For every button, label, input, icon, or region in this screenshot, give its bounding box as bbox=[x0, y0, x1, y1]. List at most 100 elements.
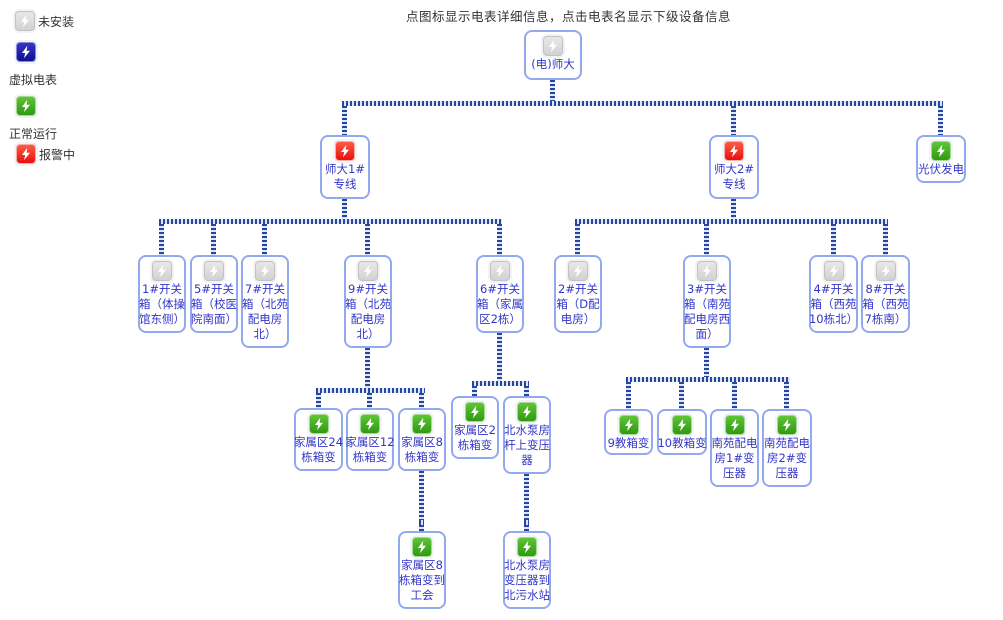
node-label[interactable]: (电)师大 bbox=[531, 57, 575, 71]
node-label[interactable]: 6#开关箱（家属区2栋） bbox=[477, 282, 523, 326]
tree-node-ny2[interactable]: 南苑配电房2#变压器 bbox=[762, 409, 812, 487]
tree-connector bbox=[784, 382, 789, 409]
tree-connector bbox=[342, 106, 347, 135]
node-label[interactable]: 3#开关箱（南苑配电房西面） bbox=[684, 282, 730, 341]
tree-node-k6[interactable]: 6#开关箱（家属区2栋） bbox=[476, 255, 524, 333]
tree-node-t9[interactable]: 9教箱变 bbox=[604, 409, 653, 455]
node-label[interactable]: 光伏发电 bbox=[918, 162, 964, 176]
node-label[interactable]: 5#开关箱（校医院南面） bbox=[191, 282, 237, 326]
legend-label: 未安装 bbox=[38, 14, 75, 29]
node-label[interactable]: 9教箱变 bbox=[607, 436, 650, 450]
meter-icon[interactable] bbox=[517, 402, 537, 422]
meter-icon[interactable] bbox=[777, 415, 797, 435]
tree-connector bbox=[704, 348, 709, 377]
node-label[interactable]: 2#开关箱（D配电房） bbox=[556, 282, 600, 326]
tree-node-bps[interactable]: 北水泵房变压器到北污水站 bbox=[503, 531, 551, 609]
tree-connector bbox=[831, 224, 836, 255]
tree-connector bbox=[472, 386, 477, 396]
tree-node-sd2[interactable]: 师大2#专线 bbox=[709, 135, 759, 199]
meter-icon[interactable] bbox=[517, 537, 537, 557]
tree-node-k3[interactable]: 3#开关箱（南苑配电房西面） bbox=[683, 255, 731, 348]
tree-connector bbox=[575, 219, 888, 224]
meter-icon[interactable] bbox=[697, 261, 717, 281]
tree-node-k7[interactable]: 7#开关箱（北苑配电房北） bbox=[241, 255, 289, 348]
tree-connector bbox=[211, 224, 216, 255]
node-label[interactable]: 师大1#专线 bbox=[325, 162, 365, 191]
meter-icon[interactable] bbox=[308, 414, 329, 434]
tree-connector bbox=[524, 474, 529, 520]
meter-status-icon bbox=[15, 11, 35, 31]
node-label[interactable]: 10教箱变 bbox=[657, 436, 707, 450]
node-label[interactable]: 7#开关箱（北苑配电房北） bbox=[242, 282, 288, 341]
meter-icon[interactable] bbox=[490, 261, 510, 281]
meter-icon[interactable] bbox=[255, 261, 275, 281]
tree-node-k9[interactable]: 9#开关箱（北苑配电房北） bbox=[344, 255, 392, 348]
tree-node-k2[interactable]: 2#开关箱（D配电房） bbox=[554, 255, 602, 333]
tree-node-t10[interactable]: 10教箱变 bbox=[657, 409, 707, 455]
meter-status-icon bbox=[16, 96, 36, 116]
tree-connector bbox=[626, 377, 790, 382]
tree-connector bbox=[316, 393, 321, 408]
meter-icon[interactable] bbox=[204, 261, 224, 281]
meter-icon[interactable] bbox=[412, 414, 432, 434]
tree-connector bbox=[731, 199, 736, 219]
meter-icon[interactable] bbox=[568, 261, 588, 281]
meter-icon[interactable] bbox=[358, 261, 378, 281]
tree-connector bbox=[497, 333, 502, 381]
tree-node-root[interactable]: (电)师大 bbox=[524, 30, 582, 80]
meter-icon[interactable] bbox=[335, 141, 355, 161]
meter-icon[interactable] bbox=[618, 415, 639, 435]
node-label[interactable]: 师大2#专线 bbox=[714, 162, 754, 191]
node-label[interactable]: 北水泵房杆上变压器 bbox=[504, 423, 550, 467]
meter-icon[interactable] bbox=[360, 414, 380, 434]
meter-icon[interactable] bbox=[543, 36, 563, 56]
meter-icon[interactable] bbox=[931, 141, 951, 161]
meter-icon[interactable] bbox=[672, 415, 692, 435]
tree-node-k1[interactable]: 1#开关箱（体操馆东侧） bbox=[138, 255, 186, 333]
node-label[interactable]: 南苑配电房2#变压器 bbox=[764, 436, 810, 480]
meter-icon[interactable] bbox=[724, 141, 744, 161]
meter-icon[interactable] bbox=[724, 415, 745, 435]
meter-icon[interactable] bbox=[152, 261, 172, 281]
tree-connector bbox=[524, 525, 529, 531]
node-label[interactable]: 1#开关箱（体操馆东侧） bbox=[139, 282, 185, 326]
tree-node-sd1[interactable]: 师大1#专线 bbox=[320, 135, 370, 199]
tree-connector bbox=[419, 471, 424, 520]
tree-node-ny1[interactable]: 南苑配电房1#变压器 bbox=[710, 409, 759, 487]
tree-connector bbox=[731, 106, 736, 135]
tree-connector bbox=[419, 393, 424, 408]
tree-connector bbox=[732, 382, 737, 409]
legend-item: 报警中 bbox=[16, 144, 75, 164]
tree-node-bp[interactable]: 北水泵房杆上变压器 bbox=[503, 396, 551, 474]
meter-icon[interactable] bbox=[412, 537, 432, 557]
tree-connector bbox=[365, 348, 370, 388]
tree-connector bbox=[524, 520, 529, 525]
node-label[interactable]: 北水泵房变压器到北污水站 bbox=[504, 558, 550, 602]
node-label[interactable]: 南苑配电房1#变压器 bbox=[711, 436, 758, 480]
tree-connector bbox=[342, 101, 943, 106]
node-label[interactable]: 9#开关箱（北苑配电房北） bbox=[345, 282, 391, 341]
legend-item: 正常运行 bbox=[9, 96, 57, 142]
tree-connector bbox=[367, 393, 372, 408]
tree-node-k5[interactable]: 5#开关箱（校医院南面） bbox=[190, 255, 238, 333]
tree-node-pv[interactable]: 光伏发电 bbox=[916, 135, 966, 183]
legend-label: 报警中 bbox=[39, 147, 76, 162]
meter-icon[interactable] bbox=[465, 402, 485, 422]
meter-icon[interactable] bbox=[875, 261, 896, 281]
meter-icon[interactable] bbox=[823, 261, 844, 281]
